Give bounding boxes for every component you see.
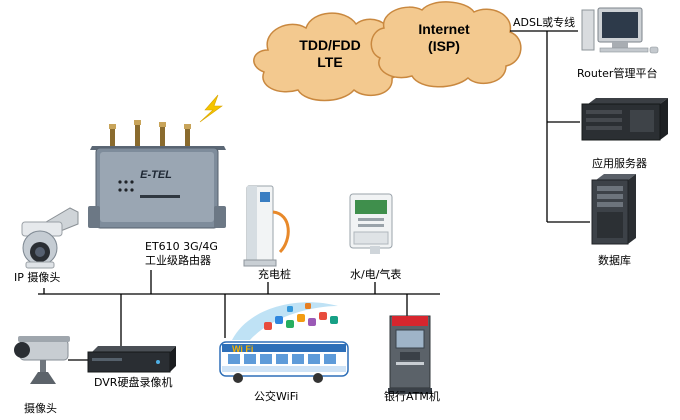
lightning-signal-icon: [199, 94, 223, 123]
router-mgmt-label: Router管理平台: [577, 67, 658, 80]
app-server-label: 应用服务器: [592, 157, 647, 170]
application-server: [581, 98, 668, 141]
dvr-recorder: [87, 346, 176, 373]
lte-cloud: [253, 12, 406, 102]
database-server: [591, 174, 636, 245]
internet-line1: Internet: [418, 21, 470, 37]
bus-wifi-label: 公交WiFi: [254, 390, 299, 403]
router-model-label: ET610 3G/4G: [145, 240, 218, 253]
utility-meter: [349, 193, 393, 254]
lte-line1: TDD/FDD: [299, 37, 361, 53]
meter-label: 水/电/气表: [350, 268, 402, 281]
wifi-bus: Wi Fi: [219, 302, 349, 383]
connection-lines: [38, 30, 590, 361]
lte-line2: LTE: [317, 54, 343, 70]
camera-label: 摄像头: [24, 402, 57, 415]
ip-camera-label: IP 摄像头: [14, 271, 61, 284]
bullet-camera: [14, 336, 70, 384]
internet-cloud: [370, 1, 522, 88]
internet-cloud-label: Internet (ISP): [408, 21, 480, 55]
atm-label: 银行ATM机: [384, 390, 440, 403]
router-brand: E-TEL: [140, 169, 172, 181]
charging-pile: [243, 185, 290, 267]
internet-line2: (ISP): [428, 38, 460, 54]
industrial-router: E-TEL: [88, 120, 226, 229]
lte-cloud-label: TDD/FDD LTE: [296, 37, 364, 71]
router-desc-label: 工业级路由器: [145, 254, 211, 267]
charging-pile-label: 充电桩: [258, 268, 291, 281]
atm-machine: [388, 315, 432, 394]
app-icons: [264, 303, 338, 330]
database-label: 数据库: [598, 254, 631, 267]
ip-dome-camera: [21, 207, 79, 269]
router-management-pc: [581, 7, 659, 54]
bus-wifi-logo: Wi Fi: [232, 344, 253, 354]
dvr-label: DVR硬盘录像机: [94, 376, 173, 389]
adsl-link-label: ADSL或专线: [513, 16, 576, 29]
